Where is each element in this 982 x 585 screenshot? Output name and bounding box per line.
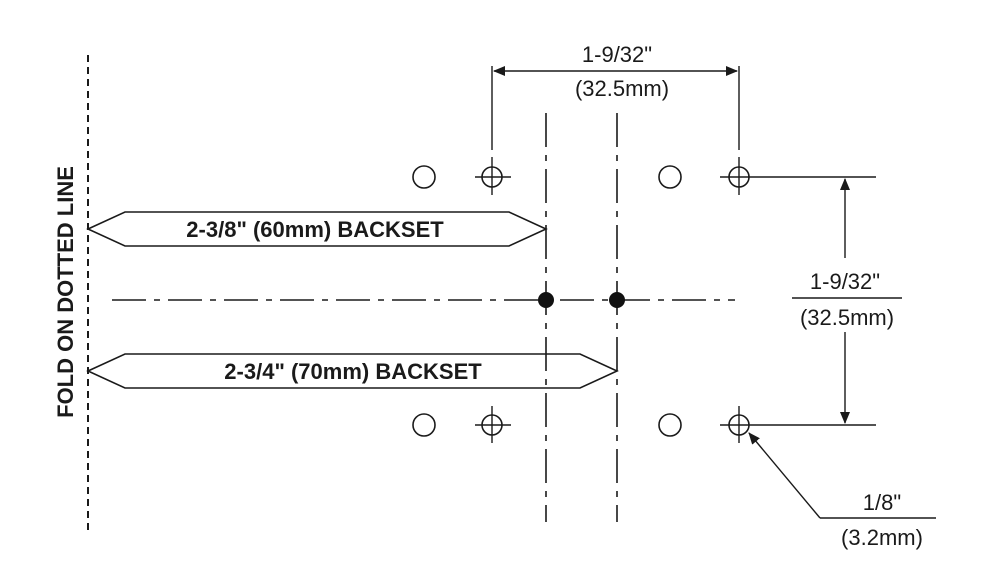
h-dim-imperial: 1-9/32": [582, 42, 652, 67]
hole-size-metric: (3.2mm): [841, 525, 923, 550]
center-dot-60mm: [538, 292, 554, 308]
plain-hole-top-right: [658, 165, 682, 189]
hole-size-imperial: 1/8": [863, 490, 901, 515]
crosshair-hole-bottom-right: [720, 406, 876, 443]
v-dim-imperial: 1-9/32": [810, 269, 880, 294]
crosshair-hole-top-left: [475, 157, 511, 195]
backset-70mm-arrow: [86, 353, 619, 389]
crosshair-hole-top-right: [720, 157, 876, 195]
v-dim-metric: (32.5mm): [800, 305, 894, 330]
crosshair-hole-bottom-left: [475, 406, 511, 443]
backset-70mm-label: 2-3/4" (70mm) BACKSET: [224, 359, 482, 384]
backset-60mm-label: 2-3/8" (60mm) BACKSET: [186, 217, 444, 242]
center-dot-70mm: [609, 292, 625, 308]
plain-hole-bottom-right: [658, 413, 682, 437]
backset-60mm-arrow: [86, 211, 548, 247]
hole-size-leader: [748, 432, 821, 519]
plain-hole-bottom-left: [412, 413, 436, 437]
h-dim-metric: (32.5mm): [575, 76, 669, 101]
plain-hole-top-left: [412, 165, 436, 189]
fold-label: FOLD ON DOTTED LINE: [53, 166, 78, 418]
